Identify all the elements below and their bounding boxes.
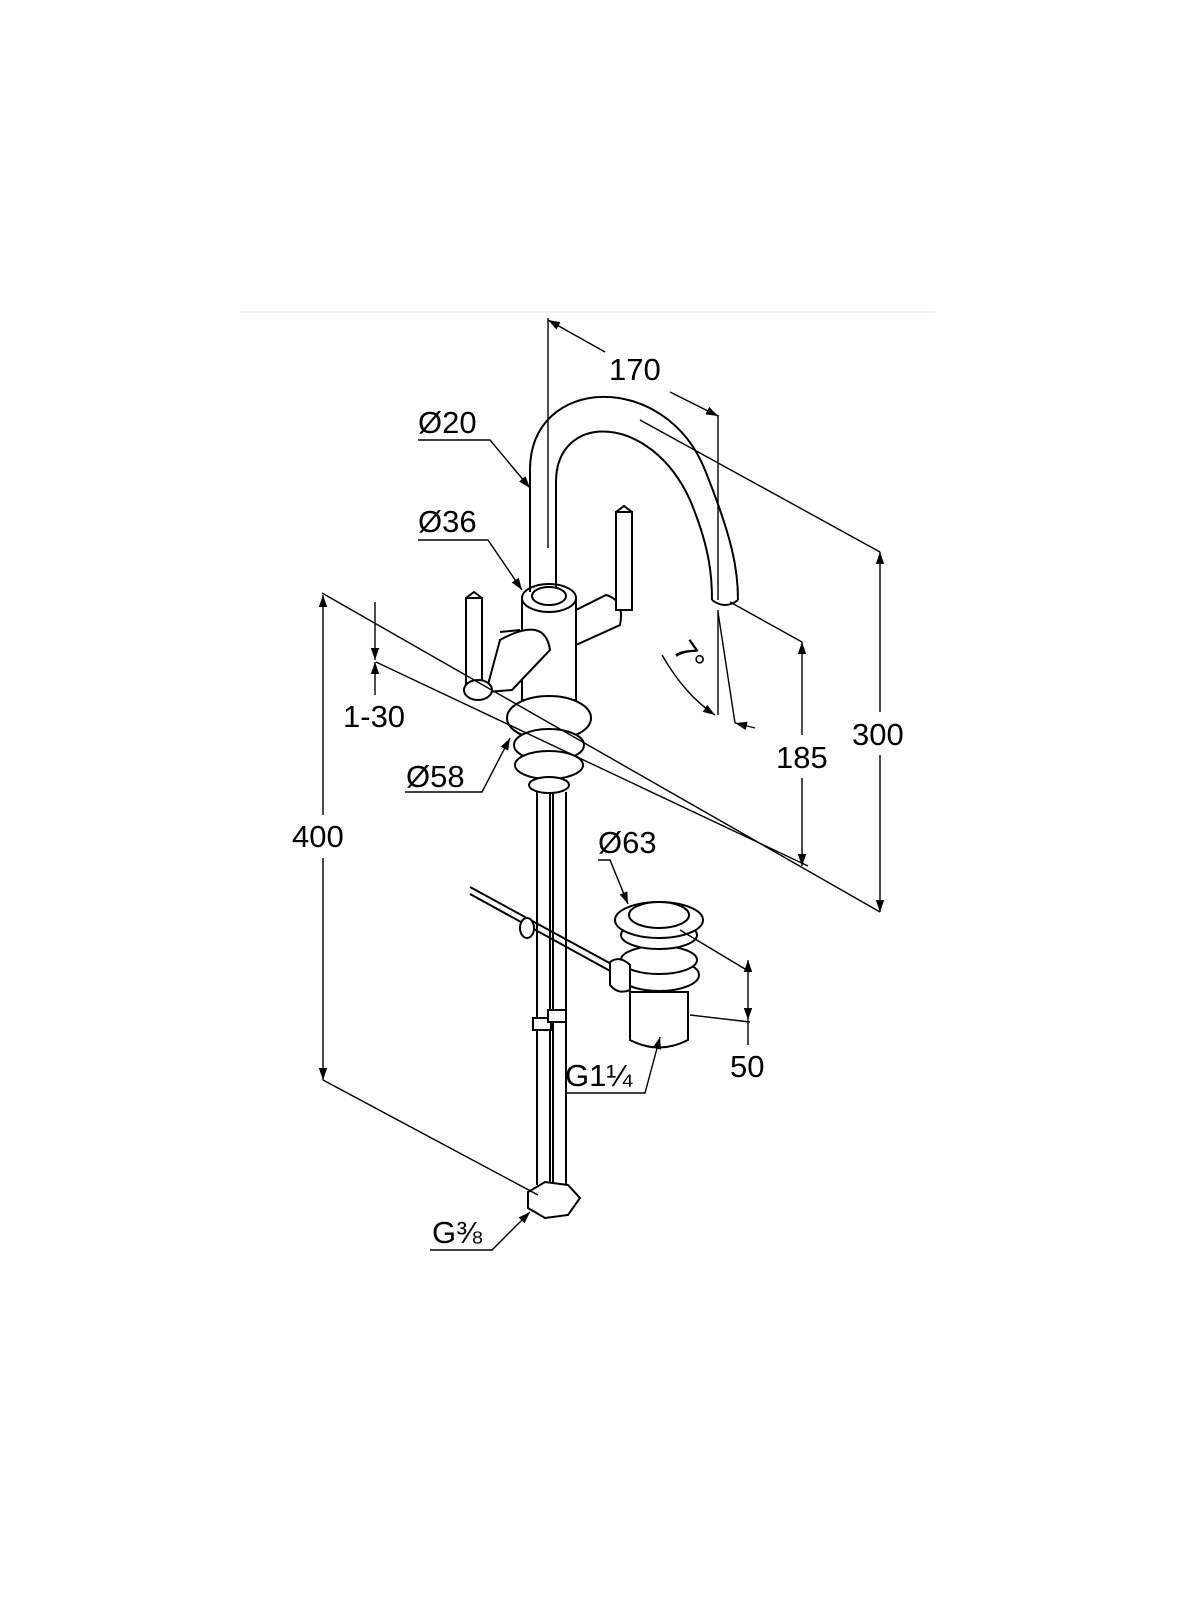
label-outlet-height: 185: [776, 740, 828, 775]
label-body-diameter: Ø36: [418, 504, 477, 539]
label-hose-length: 400: [292, 819, 344, 854]
label-spout-diameter: Ø20: [418, 405, 477, 440]
label-waste-diameter: Ø63: [598, 825, 657, 860]
label-waste-height: 50: [730, 1049, 764, 1084]
label-total-height: 300: [852, 717, 904, 752]
pop-up-waste: [469, 886, 704, 1049]
dimension-lines: [318, 318, 885, 1251]
label-deck-thickness: 1-30: [343, 699, 405, 734]
spout: [529, 395, 739, 606]
supply-hoses: [527, 792, 582, 1220]
label-supply-thread: G⅜: [432, 1215, 482, 1250]
label-base-diameter: Ø58: [406, 759, 465, 794]
label-waste-thread: G1¼: [565, 1058, 633, 1093]
label-spout-reach: 170: [609, 352, 661, 387]
mixer-body: [463, 470, 633, 794]
